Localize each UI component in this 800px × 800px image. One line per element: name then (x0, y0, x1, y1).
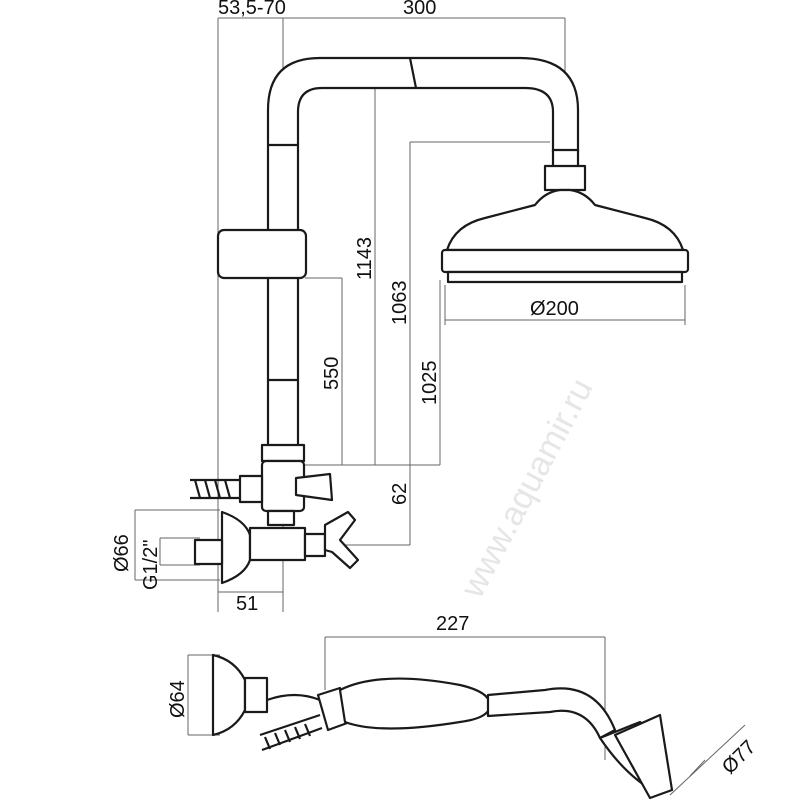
dim-head-diameter: Ø200 (530, 298, 579, 320)
mixer-valve (190, 443, 360, 585)
dim-slider-height: 550 (321, 357, 343, 390)
dim-arm-length: 300 (403, 0, 436, 19)
dim-height-head-bottom: 1025 (419, 361, 441, 406)
dim-flange-depth: 51 (236, 593, 258, 615)
dim-height-head: 1063 (389, 281, 411, 326)
riser-pipe (266, 56, 580, 462)
hand-shower (211, 653, 674, 800)
handshower-slider (216, 228, 308, 280)
dim-wall-offset: 53,5-70 (218, 0, 286, 19)
dim-mixer-offset: 62 (389, 483, 411, 505)
shower-head (440, 148, 690, 284)
dim-height-top: 1143 (354, 237, 376, 280)
dim-thread: G1/2" (140, 540, 162, 590)
dim-bracket-diameter: Ø64 (167, 680, 189, 718)
dim-handshower-head-diameter: Ø77 (718, 736, 760, 778)
watermark: www.aquamir.ru (453, 372, 601, 604)
dim-flange-diameter: Ø66 (111, 534, 133, 572)
dim-handshower-length: 227 (436, 613, 469, 635)
